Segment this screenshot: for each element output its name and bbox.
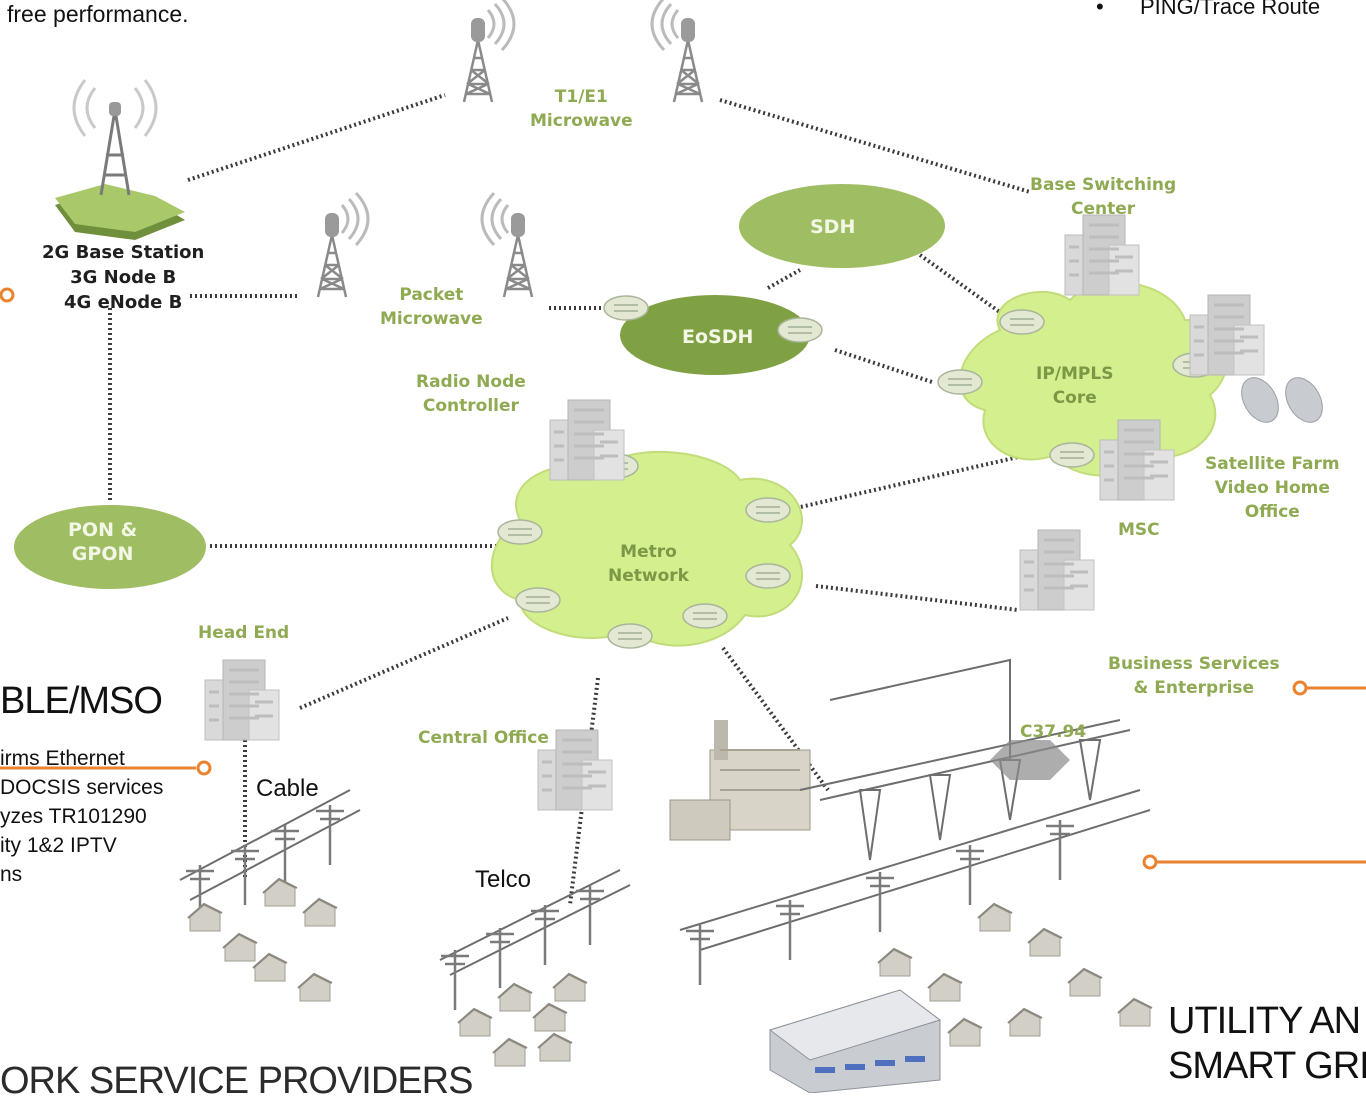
central-office-label: Central Office <box>418 728 549 748</box>
connector-dot-left <box>0 287 15 303</box>
tower-top-right <box>650 0 704 104</box>
eosdh-label: EoSDH <box>682 326 754 348</box>
cable-mso-bullets: irms Ethernet DOCSIS services yzes TR101… <box>0 747 164 886</box>
substation-icon <box>990 740 1070 780</box>
eosdh-ring <box>620 295 810 375</box>
msc-label: MSC <box>1118 520 1160 540</box>
sdh-ring <box>739 184 945 268</box>
head-end-label: Head End <box>198 623 290 643</box>
business-services-label: Business Services& Enterprise <box>1108 654 1280 698</box>
tower-top-left <box>462 0 516 104</box>
footer-fragment: ORK SERVICE PROVIDERS <box>0 1060 473 1102</box>
pon-ring <box>14 505 206 589</box>
c37-94-label: C37.94 <box>1020 722 1087 742</box>
tower-packet-right <box>480 191 534 299</box>
intro-fragment: free performance. <box>7 1 189 27</box>
warehouse-icon <box>768 989 942 1093</box>
cable-label: Cable <box>256 775 319 802</box>
sdh-label: SDH <box>810 216 856 238</box>
transmission-lines <box>179 658 1151 976</box>
tower-packet-left <box>316 191 370 299</box>
power-plant-icon <box>669 720 811 841</box>
satellite-dish-icon <box>1241 377 1323 423</box>
cable-mso-heading: BLE/MSO <box>0 680 163 722</box>
orange-connectors <box>0 287 1366 870</box>
links <box>108 93 1041 906</box>
bullet-ping-label: PING/Trace Route <box>1140 0 1321 19</box>
utility-heading-line2: SMART GRI <box>1168 1045 1366 1087</box>
pon-label: PON &GPON <box>68 519 138 565</box>
telco-label: Telco <box>475 866 532 893</box>
utility-heading-line1: UTILITY AN <box>1168 1000 1361 1042</box>
base-station-icon <box>55 79 185 240</box>
